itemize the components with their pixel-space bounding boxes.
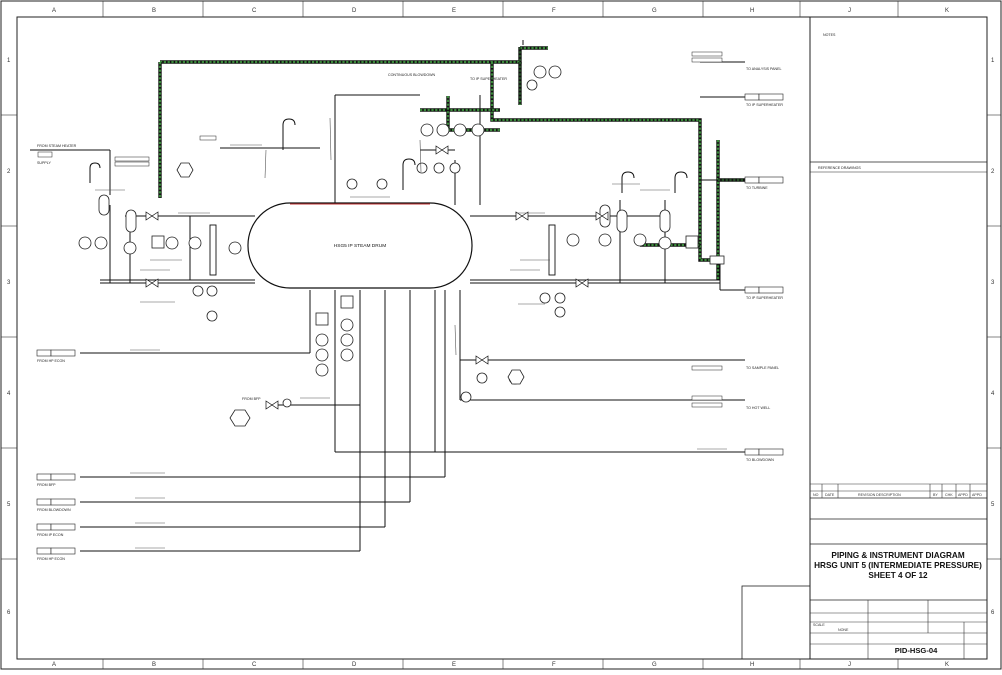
col-label: B: [152, 662, 156, 668]
col-label: D: [352, 8, 357, 14]
row-label: 6: [991, 610, 995, 616]
row-label: 2: [7, 169, 11, 175]
col-label: H: [750, 662, 754, 668]
row-label: 4: [7, 391, 11, 397]
row-label: 5: [7, 502, 11, 508]
row-label: 4: [991, 391, 995, 397]
col-label: E: [452, 8, 456, 14]
label-from-hp-econ: FROM HP ECON: [37, 359, 65, 363]
col-label: E: [452, 662, 456, 668]
drum-label: HSG5 IP STEAM DRUM: [334, 243, 386, 249]
title-block: PIPING & INSTRUMENT DIAGRAM HRSG UNIT 5 …: [741, 518, 987, 660]
col-label: F: [552, 8, 556, 14]
row-label: 1: [991, 58, 995, 64]
label-to-sample-panel: TO SAMPLE PANEL: [746, 366, 779, 370]
rev-header-date: DATE: [825, 493, 835, 497]
rev-header-appd2: APPD: [972, 493, 982, 497]
title-line-2: HRSG UNIT 5 (INTERMEDIATE PRESSURE): [814, 561, 982, 570]
col-label: K: [945, 662, 949, 668]
label-to-blowdown: TO BLOWDOWN: [746, 458, 774, 462]
valves: [145, 145, 609, 410]
label-continuous-blowdown: CONTINUOUS BLOWDOWN: [388, 73, 436, 77]
col-label: J: [848, 8, 851, 14]
label-from-bfp-bottom: FROM BFP: [242, 397, 261, 401]
reference-title: REFERENCE DRAWINGS: [818, 166, 861, 170]
column-labels-bottom: A B C D E F G H J K: [52, 662, 949, 668]
col-label: K: [945, 8, 949, 14]
scale-label: SCALE: [813, 623, 825, 627]
row-labels-right: 1 2 3 4 5 6: [991, 58, 995, 616]
row-labels-left: 1 2 3 4 5 6: [7, 58, 11, 616]
col-label: F: [552, 662, 556, 668]
label-supply: SUPPLY: [37, 161, 52, 165]
col-label: G: [652, 662, 657, 668]
line-tag-marks: [95, 117, 727, 549]
relief-valves: [89, 40, 688, 193]
column-labels-top: A B C D E F G H J K: [52, 8, 949, 14]
label-steam-heater: FROM STEAM HEATER: [37, 144, 77, 148]
label-from-bfp: FROM BFP: [37, 483, 56, 487]
label-to-turbine: TO TURBINE: [746, 186, 768, 190]
drawing-number: PID-HSG-04: [895, 646, 938, 655]
col-label: B: [152, 8, 156, 14]
rev-header-by: BY: [933, 493, 938, 497]
col-label: C: [252, 662, 257, 668]
analyzer-hexagons: [176, 162, 525, 427]
rev-header-desc: REVISION DESCRIPTION: [858, 493, 901, 497]
col-label: D: [352, 662, 357, 668]
label-to-ip-superheater: TO IP SUPERHEATER: [746, 103, 783, 107]
rev-header-no: NO: [813, 493, 819, 497]
col-label: A: [52, 8, 56, 14]
label-from-blowdown: FROM BLOWDOWN: [37, 508, 71, 512]
row-label: 3: [991, 280, 995, 286]
revision-block: NO DATE REVISION DESCRIPTION BY CHK APPD…: [810, 483, 987, 499]
col-label: G: [652, 8, 657, 14]
col-label: C: [252, 8, 257, 14]
label-from-ip-econ: FROM IP ECON: [37, 533, 64, 537]
col-label: H: [750, 8, 754, 14]
inner-border: [16, 16, 988, 660]
rev-header-appd: APPD: [958, 493, 968, 497]
instrument-bubbles: [78, 65, 672, 408]
label-from-hp-econ-2: FROM HP ECON: [37, 557, 65, 561]
row-label: 3: [7, 280, 11, 286]
ip-steam-drum: HSG5 IP STEAM DRUM: [247, 202, 473, 289]
label-to-ip-superheater-top: TO IP SUPERHEATER: [470, 77, 507, 81]
instrument-boxes: [37, 135, 725, 326]
label-to-hot-well: TO HOT WELL: [746, 406, 770, 410]
offsheet-connectors-left: [36, 349, 76, 555]
title-line-3: SHEET 4 OF 12: [868, 571, 928, 580]
title-line-1: PIPING & INSTRUMENT DIAGRAM: [831, 551, 964, 560]
col-label: J: [848, 662, 851, 668]
notes-title: NOTES: [823, 33, 836, 37]
row-label: 5: [991, 502, 995, 508]
label-to-ip-superheater-2: TO IP SUPERHEATER: [746, 296, 783, 300]
scale-value: NONE: [838, 628, 849, 632]
rev-header-chk: CHK: [945, 493, 953, 497]
row-label: 6: [7, 610, 11, 616]
offsheet-connectors-right: [114, 51, 784, 456]
label-analysis-panel: TO ANALYSIS PANEL: [746, 67, 782, 71]
row-label: 2: [991, 169, 995, 175]
row-label: 1: [7, 58, 11, 64]
line-labels: FROM STEAM HEATER SUPPLY FROM HP ECON FR…: [37, 67, 783, 561]
col-label: A: [52, 662, 56, 668]
